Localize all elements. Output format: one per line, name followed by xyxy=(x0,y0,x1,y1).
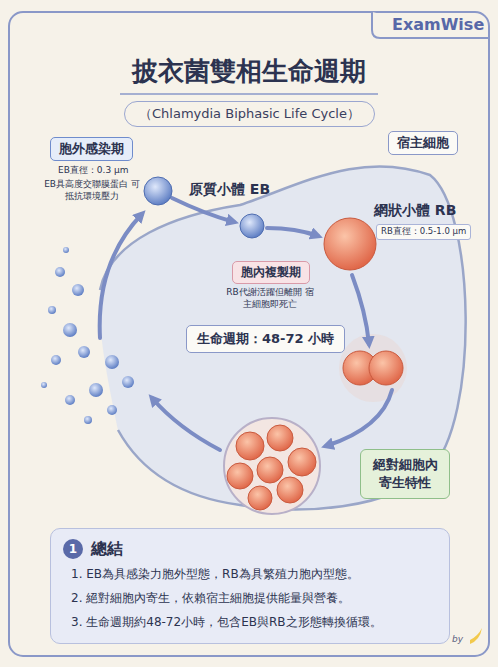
rb-particle: 網狀小體 RB RB直徑：0.5-1.0 μm xyxy=(318,200,478,274)
feature-note: RB代謝活躍但離開 宿主細胞即死亡 xyxy=(222,286,318,310)
node-label: 總結 xyxy=(91,539,435,559)
eb-particle: 原質小體 EB xyxy=(141,174,271,208)
node-text: 3. 生命週期約48-72小時，包含EB與RB之形態轉換循環。 xyxy=(65,614,435,631)
node-label: 宿主細胞 xyxy=(397,134,449,152)
node-label: 網狀小體 RB xyxy=(374,202,456,220)
duration-box: 生命週期：48-72 小時 xyxy=(186,325,345,353)
particle-circle xyxy=(323,217,377,271)
node-label: 1 xyxy=(63,539,83,559)
callout-number: 1 xyxy=(63,539,83,559)
node-label: 生命週期：48-72 小時 xyxy=(197,330,334,348)
node-text: 2. 絕對細胞內寄生，依賴宿主細胞提供能量與營養。 xyxy=(65,590,435,607)
node-label: （Chlamydia Biphasic Life Cycle） xyxy=(139,105,360,123)
feature-note: EB具高度交聯膜蛋白 可抵抗環境壓力 xyxy=(44,178,140,202)
node-text: 1. EB為具感染力胞外型態，RB為具繁殖力胞內型態。 xyxy=(65,566,435,583)
node-label: 胞外感染期 xyxy=(59,140,124,158)
node-label: 胞內複製期 xyxy=(241,264,301,281)
trait-box: 絕對細胞內 寄生特性 xyxy=(360,449,450,499)
diagram-title: 披衣菌雙相生命週期 xyxy=(0,54,498,89)
node-label: 原質小體 EB xyxy=(189,181,270,199)
phase-tag: 胞內複製期 xyxy=(232,261,310,284)
summary-panel: 總結 1. EB為具感染力胞外型態，RB為具繁殖力胞內型態。 2. 絕對細胞內寄生，… xyxy=(50,528,450,644)
node-label: 絕對細胞內 寄生特性 xyxy=(371,456,439,492)
brand-label: ExamWise xyxy=(392,15,484,34)
dimension-note: EB直徑：0.3 μm xyxy=(58,164,129,177)
phase-tag: 胞外感染期 xyxy=(50,137,133,161)
particle-circle xyxy=(143,176,173,206)
subtitle-pill: （Chlamydia Biphasic Life Cycle） xyxy=(124,101,375,127)
host-cell-tag: 宿主細胞 xyxy=(388,131,458,155)
node-text: RB直徑：0.5-1.0 μm xyxy=(376,224,471,240)
signature: by xyxy=(452,634,463,644)
